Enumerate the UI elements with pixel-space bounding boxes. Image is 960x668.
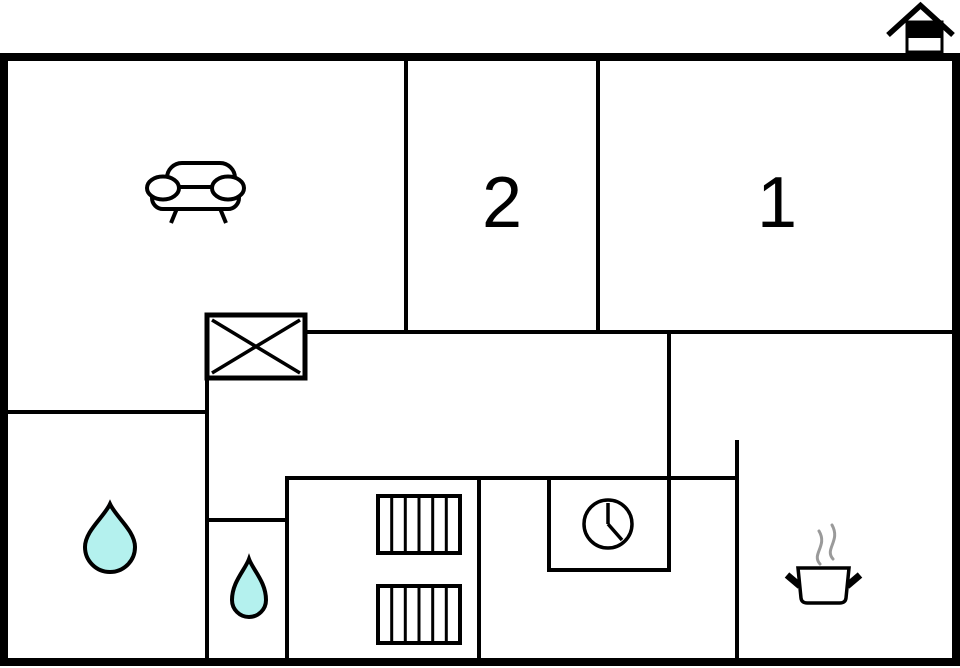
house-icon-upper-floor <box>905 20 944 38</box>
wardrobe-diagonal-2 <box>211 318 301 375</box>
bed-bottom-slats <box>390 586 448 643</box>
steam-line-left <box>815 529 824 566</box>
clock-icon <box>582 498 634 550</box>
steam-line-right <box>828 523 837 561</box>
sofa-armrest-left <box>145 174 181 202</box>
house-icon <box>886 1 955 54</box>
cooking-pot-icon <box>784 523 863 605</box>
room-1-label: 1 <box>757 163 797 243</box>
clock-hour-hand <box>606 522 624 542</box>
water-drop-icon-large <box>82 499 138 574</box>
bed-slats-icon-top <box>376 494 462 555</box>
water-drop-icon-small <box>229 553 269 619</box>
pot-handle-right <box>844 572 863 589</box>
room-2-label: 2 <box>482 163 522 243</box>
bed-top-slats <box>390 496 448 553</box>
wardrobe-x-icon <box>204 312 308 381</box>
house-icon-roof <box>886 1 955 38</box>
wall-outer-border <box>0 53 960 666</box>
pot-handle-left <box>784 572 803 589</box>
pot-body <box>796 566 851 605</box>
sofa-icon <box>145 161 246 224</box>
bed-slats-icon-bottom <box>376 584 462 645</box>
sofa-armrest-right <box>210 174 246 202</box>
